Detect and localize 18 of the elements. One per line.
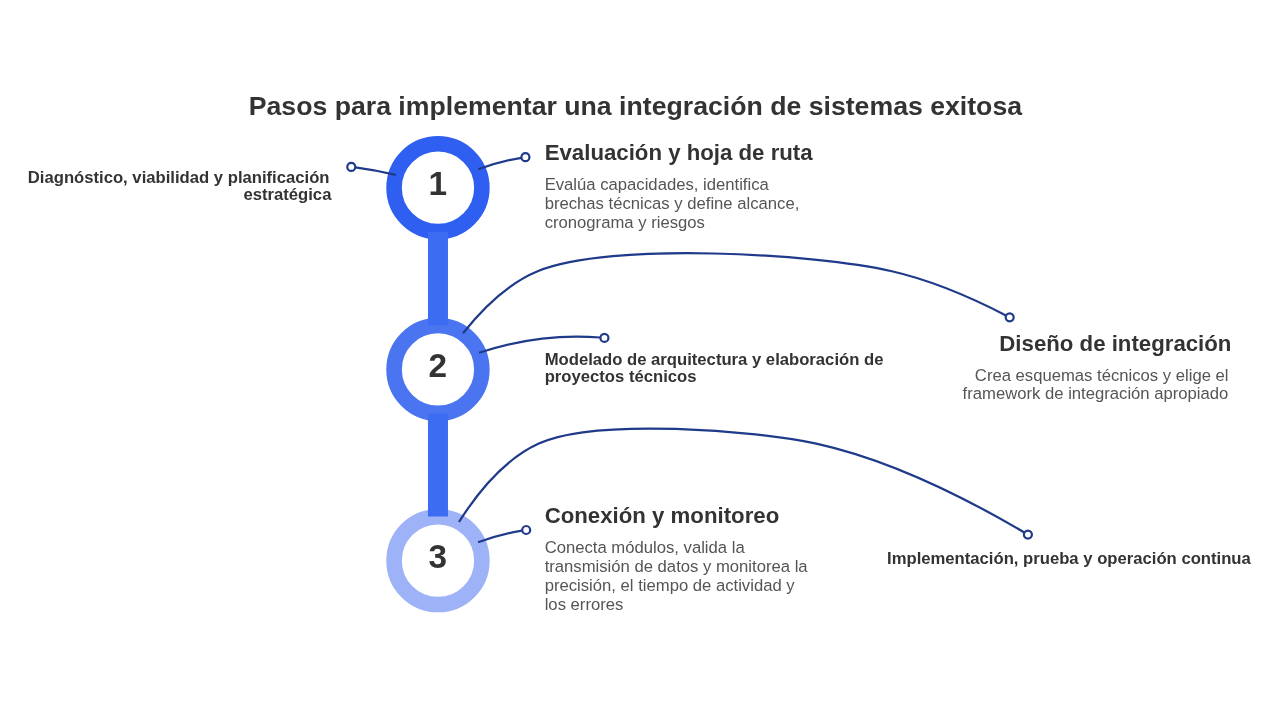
node-text: Modelado de arquitectura y elaboración de proyectos técnicos <box>544 350 884 386</box>
node-circle: 2 <box>386 317 490 422</box>
connector <box>477 152 531 171</box>
connector <box>427 231 448 326</box>
node-text: Diagnóstico, viabilidad y planificación estratégica <box>27 168 332 204</box>
node-text: Conexión y monitoreo Conecta módulos, valida la transmisión de datos y monitorea la precisión, el tiempo de actividad y los errores <box>544 502 808 614</box>
node-text: Diseño de integración Crea esquemas técnicos y elige el framework de integración apropiado <box>962 330 1232 404</box>
connector <box>346 161 397 177</box>
connector <box>462 252 1015 334</box>
node-text: Evaluación y hoja de ruta Evalúa capacidades, identifica brechas técnicas y define alcance, cronograma y riesgos <box>544 139 813 232</box>
connector <box>427 413 448 517</box>
node-text: Implementación, prueba y operación continua <box>887 548 1251 568</box>
node-circle: 1 <box>386 136 490 240</box>
node-circle: 3 <box>386 508 490 613</box>
diagram-title: Pasos para implementar una integración de sistemas exitosa <box>248 91 1023 122</box>
connector <box>477 524 532 544</box>
connector <box>458 427 1033 540</box>
connector <box>478 332 610 354</box>
